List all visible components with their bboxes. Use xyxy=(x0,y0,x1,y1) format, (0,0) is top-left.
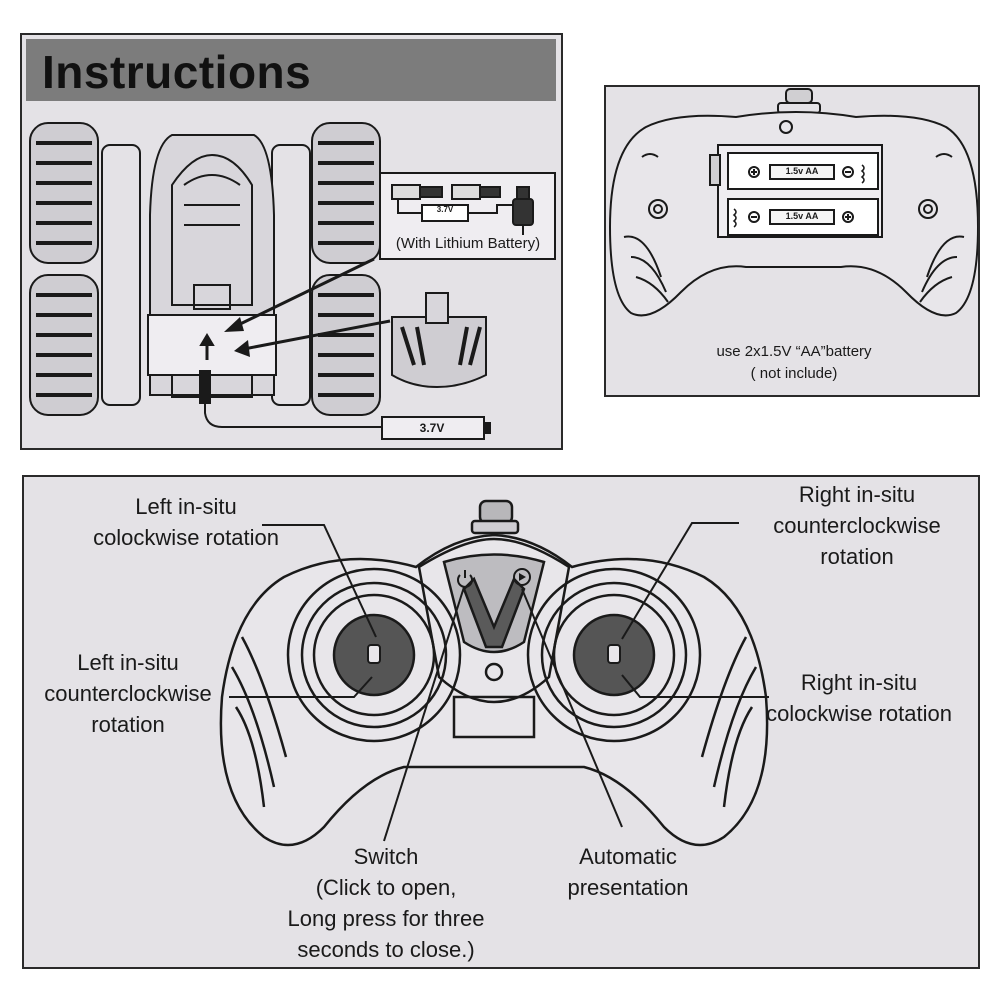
small-battery-label: 3.7V xyxy=(436,205,454,214)
remote-front-illustration xyxy=(219,499,769,847)
play-icon xyxy=(513,568,531,586)
car-instructions-panel: Instructions xyxy=(20,33,563,450)
right-counterclockwise-label: Right in-situ counterclockwise rotation xyxy=(773,482,941,569)
battery-top-label: 1.5v AA xyxy=(785,166,819,176)
battery-caption-line1: use 2x1.5V “AA”battery xyxy=(716,343,872,360)
remote-battery-panel: 1.5v AA 1.5v AA use 2x1.5V “AA”battery (… xyxy=(604,85,980,397)
left-wheels xyxy=(29,122,141,416)
arrows xyxy=(233,257,391,351)
left-clockwise-label: Left in-situ colockwise rotation xyxy=(93,494,279,550)
right-clockwise-label: Right in-situ colockwise rotation xyxy=(766,670,952,726)
title-bar: Instructions xyxy=(26,39,556,101)
remote-controls-panel: Left in-situ colockwise rotation Left in… xyxy=(22,475,980,969)
lithium-battery-label: (With Lithium Battery) xyxy=(395,235,541,252)
battery-caption-line2: ( not include) xyxy=(750,365,838,382)
left-joystick xyxy=(286,567,462,743)
usb-plug-icon xyxy=(512,186,534,235)
car-illustration xyxy=(29,122,556,440)
remote-back-illustration xyxy=(608,88,978,317)
large-battery-label: 3.7V xyxy=(419,421,445,435)
left-counterclockwise-label: Left in-situ counterclockwise rotation xyxy=(44,650,212,737)
battery-bottom-label: 1.5v AA xyxy=(785,211,819,221)
automatic-presentation-label: Automatic presentation xyxy=(567,844,689,900)
battery-pack-illustration xyxy=(391,292,487,389)
page-title: Instructions xyxy=(42,46,312,98)
right-wheels xyxy=(271,122,381,416)
switch-label: Switch (Click to open, Long press for th… xyxy=(287,844,485,962)
power-icon xyxy=(457,570,473,588)
leader-lines xyxy=(229,522,769,842)
right-joystick xyxy=(526,567,702,743)
